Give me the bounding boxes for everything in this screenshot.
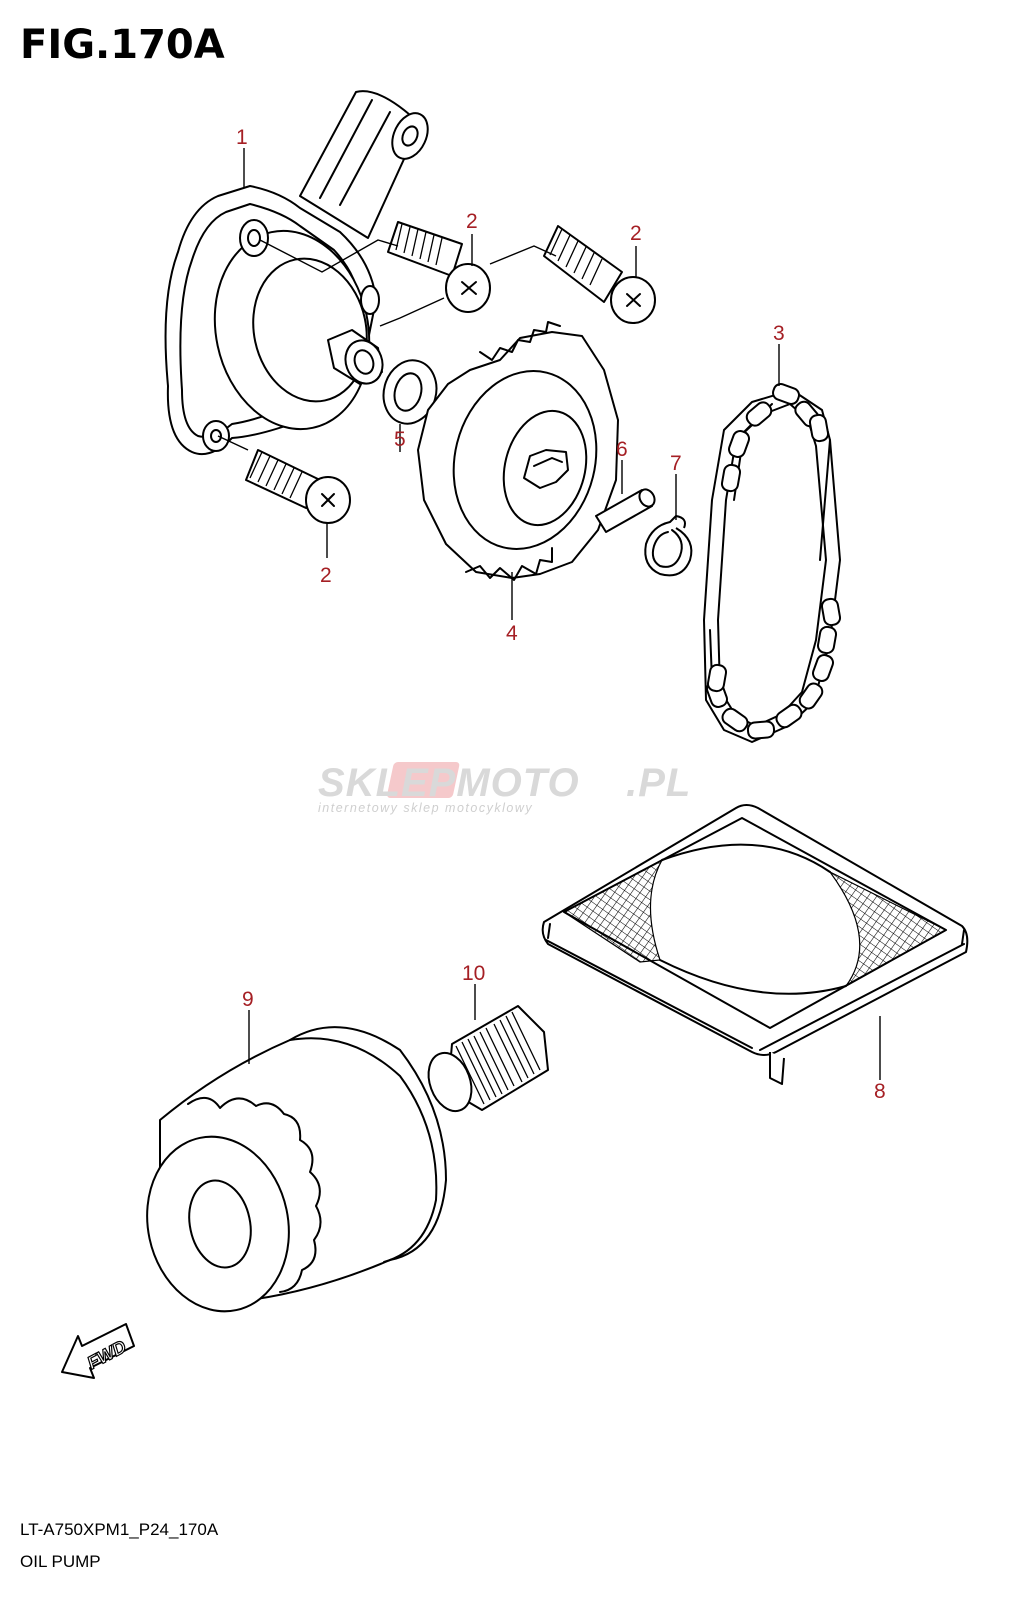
fwd-direction-marker: FWD — [61, 1323, 135, 1379]
callout-2-upper-left: 2 — [466, 210, 478, 233]
model-code: LT-A750XPM1_P24_170A — [20, 1520, 219, 1539]
oil-filter[interactable] — [131, 1026, 447, 1324]
callout-3: 3 — [773, 322, 785, 345]
callout-2-upper-right: 2 — [630, 222, 642, 245]
callout-9: 9 — [242, 988, 254, 1011]
washer[interactable] — [377, 354, 444, 429]
leader-lines — [243, 148, 881, 1080]
callouts: 1 2 2 2 3 4 5 6 7 8 9 10 — [236, 126, 886, 1103]
watermark-brand-mid: MOTO — [456, 761, 579, 805]
callout-8: 8 — [874, 1080, 886, 1103]
oil-pump-body[interactable] — [164, 90, 435, 456]
sprocket[interactable] — [417, 321, 619, 581]
oil-strainer[interactable] — [541, 804, 969, 1085]
bolt-alignment-line — [259, 239, 399, 273]
callout-2-lower: 2 — [320, 564, 332, 587]
union-bolt[interactable] — [421, 1005, 549, 1117]
watermark: SKLEPMOTO46.PL internetowy sklep motocyk… — [318, 761, 691, 815]
watermark-tagline: internetowy sklep motocyklowy — [318, 801, 533, 815]
svg-text:SKLEPMOTO46.PL: SKLEPMOTO46.PL — [318, 761, 691, 805]
bolt-alignment-line — [217, 435, 249, 451]
callout-4: 4 — [506, 622, 518, 645]
circlip[interactable] — [644, 515, 693, 577]
watermark-brand-num: 46 — [579, 761, 627, 805]
figure-title: FIG.170A — [20, 22, 225, 68]
watermark-brand-left: SKLEP — [318, 761, 456, 805]
callout-6: 6 — [616, 438, 628, 461]
chain-links — [706, 383, 842, 740]
bolt-lower[interactable] — [245, 449, 351, 524]
bolt-upper-right[interactable] — [543, 225, 656, 324]
figure-name: OIL PUMP — [20, 1552, 101, 1571]
callout-7: 7 — [670, 452, 682, 475]
bolt-alignment-line — [379, 297, 445, 327]
callout-10: 10 — [462, 962, 485, 985]
callout-5: 5 — [394, 428, 406, 451]
pin[interactable] — [595, 487, 658, 533]
callout-1: 1 — [236, 126, 248, 149]
bolt-alignment-line — [489, 245, 557, 265]
watermark-brand-right: .PL — [626, 761, 691, 805]
bolt-upper-left[interactable] — [387, 221, 491, 313]
